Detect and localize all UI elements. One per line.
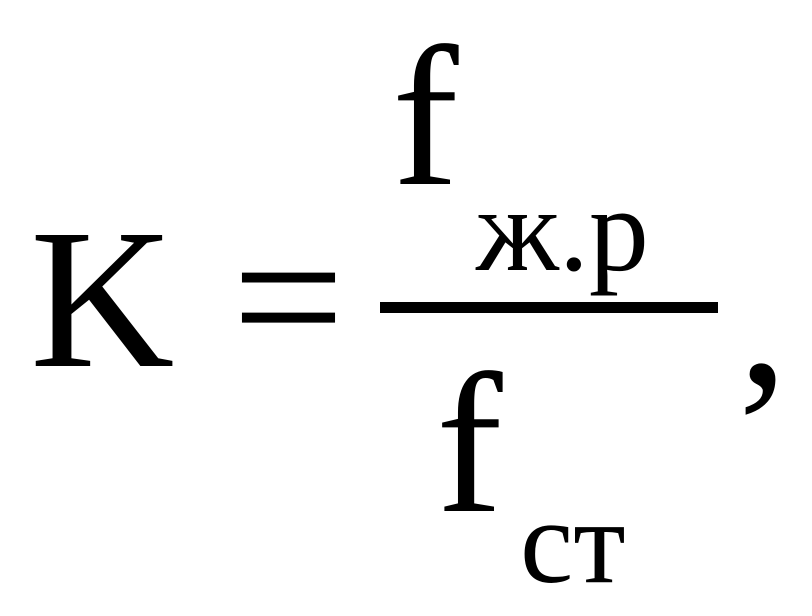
formula-lhs: K [30,189,175,410]
denominator-symbol: f [436,334,503,555]
numerator-subscript: ж.р [476,163,649,296]
trailing-comma: , [738,207,788,428]
equals-sign: = [232,187,345,408]
denominator-subscript: ст [520,475,626,608]
numerator-symbol: f [392,7,459,228]
fraction-bar [380,302,718,313]
